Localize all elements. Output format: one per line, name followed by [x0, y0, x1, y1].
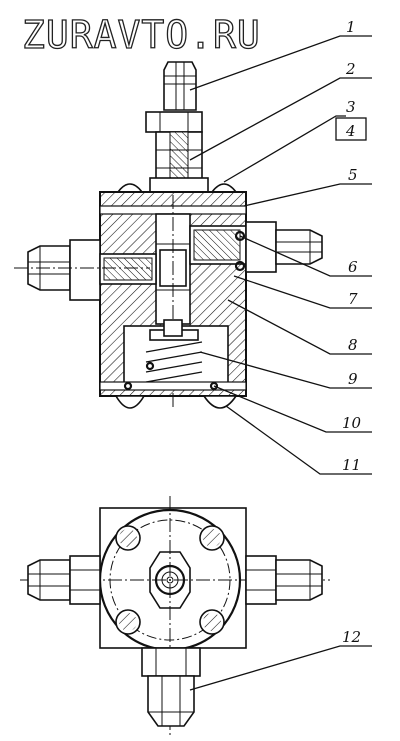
section-view: [14, 61, 323, 410]
callout-3: 3: [346, 98, 356, 116]
plan-right-fitting: [245, 555, 323, 605]
callout-2: 2: [345, 60, 356, 78]
leader-lines: [189, 35, 372, 691]
callout-6: 6: [348, 258, 358, 276]
callout-4: 4: [345, 122, 356, 140]
callout-5: 5: [348, 166, 358, 184]
callout-12: 12: [342, 628, 361, 646]
callout-7: 7: [348, 290, 358, 308]
plan-view: [20, 496, 330, 736]
right-fitting: [189, 221, 323, 273]
callout-9: 9: [348, 370, 358, 388]
bottom-cover-screws: [114, 361, 238, 409]
callout-10: 10: [342, 414, 362, 432]
left-fitting: [14, 239, 157, 301]
plan-left-fitting: [27, 555, 101, 605]
callout-11: 11: [342, 456, 361, 474]
callout-1: 1: [346, 18, 356, 36]
plan-bottom-fitting: [141, 647, 201, 727]
watermark-text: ZURAVTO.RU: [22, 13, 261, 57]
valve-body: [99, 191, 247, 410]
top-fitting: [145, 61, 209, 193]
callout-8: 8: [348, 336, 358, 354]
callout-labels: 1 2 3 4 5 6 7 8 9 10 11 12: [342, 18, 362, 646]
